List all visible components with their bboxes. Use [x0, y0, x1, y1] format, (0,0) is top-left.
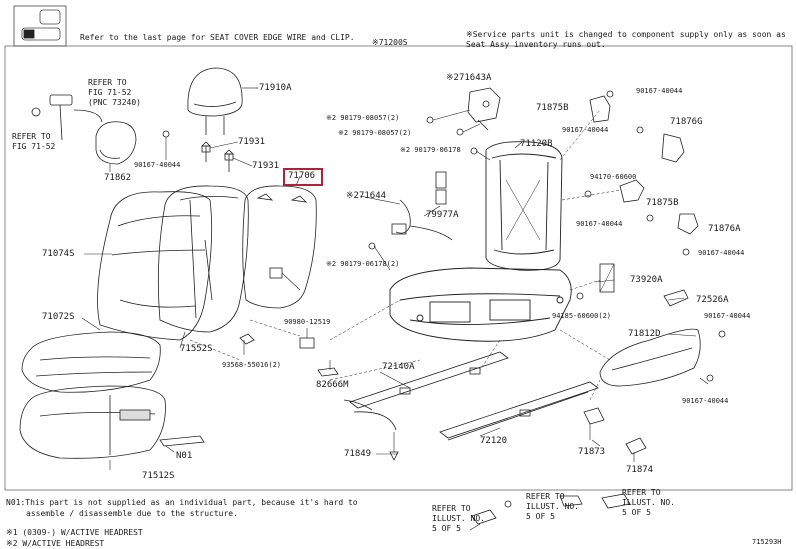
part-label-71875B-mid[interactable]: 71875B [646, 198, 679, 208]
part-label-72526A[interactable]: 72526A [696, 295, 729, 305]
part-label-90167-r[interactable]: 90167-40044 [698, 249, 745, 257]
headrest-drawing [187, 67, 258, 135]
part-label-90980[interactable]: 90980-12519 [284, 318, 331, 326]
part-label-71862[interactable]: 71862 [104, 173, 132, 183]
part-label-71072S[interactable]: 71072S [42, 312, 75, 322]
right-brackets-drawing [576, 90, 726, 338]
part-label-73920A[interactable]: 73920A [630, 275, 663, 285]
part-label-93568[interactable]: 93568-55016(2) [222, 361, 282, 369]
part-label-90179-08057-a[interactable]: ※2 90179-08057(2) [326, 114, 400, 122]
dashed-leaders-left [189, 299, 421, 381]
part-label-90179-08057-b[interactable]: ※2 90179-08057(2) [338, 129, 412, 137]
note-right-line2: Seat Assy inventory runs out. [466, 40, 606, 49]
wire-harness-drawing [391, 171, 453, 241]
refer-illust-3-line2: ILLUST. NO. [622, 498, 675, 507]
refer-illust-2-line3: 5 OF 5 [526, 512, 555, 521]
footer-note3: ※2 W/ACTIVE HEADREST [6, 539, 105, 548]
shield-cover-drawing [599, 328, 714, 387]
part-label-71931-lower[interactable]: 71931 [252, 161, 280, 171]
refer-fig-b-line1: REFER TO [12, 132, 51, 141]
part-label-71910A[interactable]: 71910A [259, 83, 292, 93]
refer-illust-2-line2: ILLUST. NO. [526, 502, 579, 511]
part-label-71873[interactable]: 71873 [578, 447, 606, 457]
part-label-94170[interactable]: 94170-60600 [590, 173, 637, 181]
cover-71873-71874-drawing [583, 407, 647, 462]
seatback-board-drawing [242, 175, 317, 309]
headrest-guide-pins [201, 141, 253, 172]
assembly-number: ※71200S [372, 38, 408, 47]
part-label-90167-r2[interactable]: 90167-40044 [704, 312, 751, 320]
part-label-82666M[interactable]: 82666M [316, 380, 349, 390]
bottom-reference-parts [469, 493, 631, 531]
refer-fig-a-line1: REFER TO [88, 78, 127, 87]
part-label-72120[interactable]: 72120 [480, 436, 508, 446]
part-label-90167-top1[interactable]: 90167-40044 [636, 87, 683, 95]
part-label-71120B[interactable]: 71120B [520, 139, 553, 149]
assembly-frame [4, 45, 793, 491]
part-label-90179-06178[interactable]: ※2 90179-06178 [400, 146, 461, 154]
seat-icon [13, 5, 67, 47]
seat-cushion-cover-drawing [21, 331, 161, 393]
refer-illust-1-line3: 5 OF 5 [432, 524, 461, 533]
part-label-71074S[interactable]: 71074S [42, 249, 75, 259]
part-label-72140A[interactable]: 72140A [382, 362, 415, 372]
dashed-leaders-right [479, 109, 621, 401]
seatbelt-buckle-drawing [31, 94, 103, 141]
part-label-N01[interactable]: N01 [176, 451, 193, 461]
note-left: Refer to the last page for SEAT COVER ED… [80, 33, 355, 42]
clip-parts-drawing [239, 328, 339, 377]
part-label-71931-upper[interactable]: 71931 [238, 137, 266, 147]
n01-part-drawing [159, 435, 205, 453]
seat-frame-drawing [389, 141, 572, 342]
label-leaders [256, 87, 697, 455]
footer-note1-line2: assemble / disassemble due to the struct… [26, 509, 238, 518]
refer-illust-1-line2: ILLUST. NO. [432, 514, 485, 523]
seat-track-drawing [343, 351, 599, 461]
part-label-71644[interactable]: ※271644 [346, 191, 387, 201]
drawing-code: 715293H [752, 538, 782, 546]
side-cover-drawing [95, 121, 170, 172]
part-label-71849[interactable]: 71849 [344, 449, 372, 459]
part-label-79977A[interactable]: 79977A [426, 210, 459, 220]
bracket-71643a-drawing [426, 87, 501, 136]
clip-90179-06178-drawing [368, 242, 376, 250]
highlighted-part-box[interactable] [283, 168, 323, 186]
part-label-71874[interactable]: 71874 [626, 465, 654, 475]
refer-illust-2-line1: REFER TO [526, 492, 565, 501]
seatback-cover-drawing [97, 191, 213, 341]
part-label-90167-r3[interactable]: 90167-40044 [682, 397, 729, 405]
refer-fig-b-line2: FIG 71-52 [12, 142, 56, 151]
part-label-71876A[interactable]: 71876A [708, 224, 741, 234]
part-label-71812D[interactable]: 71812D [628, 329, 661, 339]
refer-illust-3-line3: 5 OF 5 [622, 508, 651, 517]
refer-illust-3-line1: REFER TO [622, 488, 661, 497]
part-label-71875B-top[interactable]: 71875B [536, 103, 569, 113]
part-label-71512S[interactable]: 71512S [142, 471, 175, 481]
part-label-71643A[interactable]: ※271643A [446, 73, 492, 83]
seat-cushion-pad-drawing [19, 385, 166, 459]
part-label-90167-mid[interactable]: 90167-40044 [576, 220, 623, 228]
part-label-94185[interactable]: 94185-60600(2) [552, 312, 612, 320]
refer-fig-a-line3: (PNC 73240) [88, 98, 141, 107]
refer-illust-1-line1: REFER TO [432, 504, 471, 513]
note-right-line1: ※Service parts unit is changed to compon… [466, 30, 786, 39]
part-label-71552S[interactable]: 71552S [180, 344, 213, 354]
part-label-90167-top2[interactable]: 90167-40044 [562, 126, 609, 134]
part-label-71876G[interactable]: 71876G [670, 117, 703, 127]
seatback-pad-drawing [157, 185, 249, 333]
refer-fig-a-line2: FIG 71-52 [88, 88, 132, 97]
part-label-71706[interactable]: 71706 [288, 171, 316, 181]
footer-note1-line1: N01:This part is not supplied as an indi… [6, 498, 358, 507]
part-label-90167-left[interactable]: 90167-40044 [134, 161, 181, 169]
footer-note2: ※1 (0309-) W/ACTIVE HEADREST [6, 528, 143, 537]
part-label-90179-06178-2[interactable]: ※2 90179-06178(2) [326, 260, 400, 268]
